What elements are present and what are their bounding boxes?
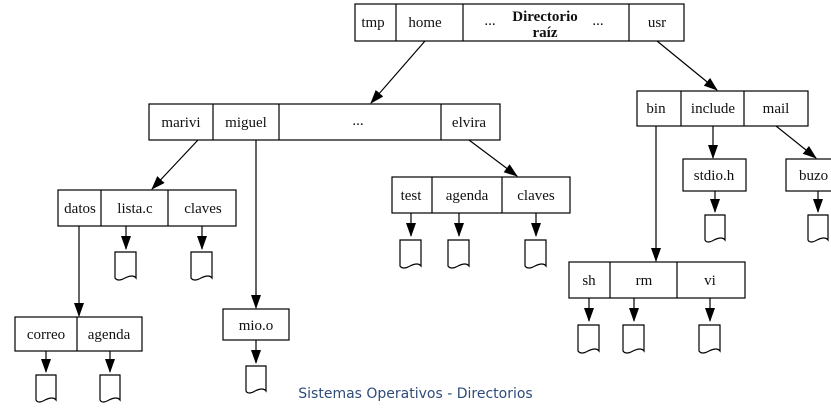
usr-entry-bin: bin <box>646 101 666 117</box>
elvira-entry-test: test <box>401 188 423 204</box>
file-icon <box>698 324 721 354</box>
marivi-directory <box>57 189 237 227</box>
usr-entry-include: include <box>691 101 735 117</box>
file-icon <box>35 374 57 403</box>
file-nodes <box>35 191 829 403</box>
slide-caption: Sistemas Operativos - Directorios <box>298 386 533 402</box>
mail-directory <box>785 158 831 192</box>
root-ellipsis-left: ... <box>484 13 495 29</box>
file-icon <box>399 239 422 269</box>
miguel-entry-mio-o: mio.o <box>239 318 274 334</box>
home-directory <box>148 103 501 141</box>
home-entry-miguel: miguel <box>225 115 267 131</box>
root-entry-home: home <box>408 15 442 31</box>
datos-entry-correo: correo <box>27 327 65 343</box>
arrow-usr-to-usr-dir <box>656 40 718 91</box>
bin-entry-sh: sh <box>582 273 596 289</box>
usr-entry-mail: mail <box>763 101 790 117</box>
home-entry-marivi: marivi <box>161 115 200 131</box>
mail-entry-buzo: buzo <box>799 168 828 184</box>
arrow-elvira-to-elvira-dir <box>468 139 518 177</box>
tree-arrows <box>74 40 817 317</box>
home-ellipsis: ... <box>352 113 363 129</box>
include-entry-stdio-h: stdio.h <box>694 168 735 184</box>
arrow-mail-to-mail-dir <box>775 125 817 159</box>
marivi-entry-claves: claves <box>184 201 222 217</box>
root-title-line2: raíz <box>533 25 558 41</box>
arrow-marivi-to-marivi-dir <box>151 139 199 190</box>
file-icon <box>577 324 600 354</box>
file-icon <box>807 214 829 243</box>
root-entry-usr: usr <box>648 15 666 31</box>
bin-directory <box>568 261 746 299</box>
file-icon <box>447 239 470 269</box>
file-icon <box>245 365 267 394</box>
file-icon <box>704 214 726 243</box>
datos-directory <box>14 316 143 352</box>
arrow-home-to-home-dir <box>370 40 426 104</box>
file-icon <box>524 239 547 269</box>
elvira-entry-claves: claves <box>517 188 555 204</box>
marivi-entry-datos: datos <box>64 201 96 217</box>
elvira-entry-agenda: agenda <box>446 188 489 204</box>
file-icon <box>99 374 121 403</box>
datos-entry-agenda: agenda <box>88 327 131 343</box>
root-entry-tmp: tmp <box>361 15 384 31</box>
file-icon <box>114 251 137 281</box>
bin-entry-rm: rm <box>636 273 653 289</box>
marivi-entry-lista-c: lista.c <box>117 201 153 217</box>
root-directory <box>354 3 685 42</box>
home-entry-elvira: elvira <box>452 115 486 131</box>
bin-entry-vi: vi <box>704 273 716 289</box>
root-title-line1: Directorio <box>512 9 578 25</box>
file-icon <box>622 324 645 354</box>
usr-directory <box>636 90 809 127</box>
root-ellipsis-right: ... <box>592 13 603 29</box>
file-icon <box>190 251 213 281</box>
elvira-directory <box>391 176 571 214</box>
